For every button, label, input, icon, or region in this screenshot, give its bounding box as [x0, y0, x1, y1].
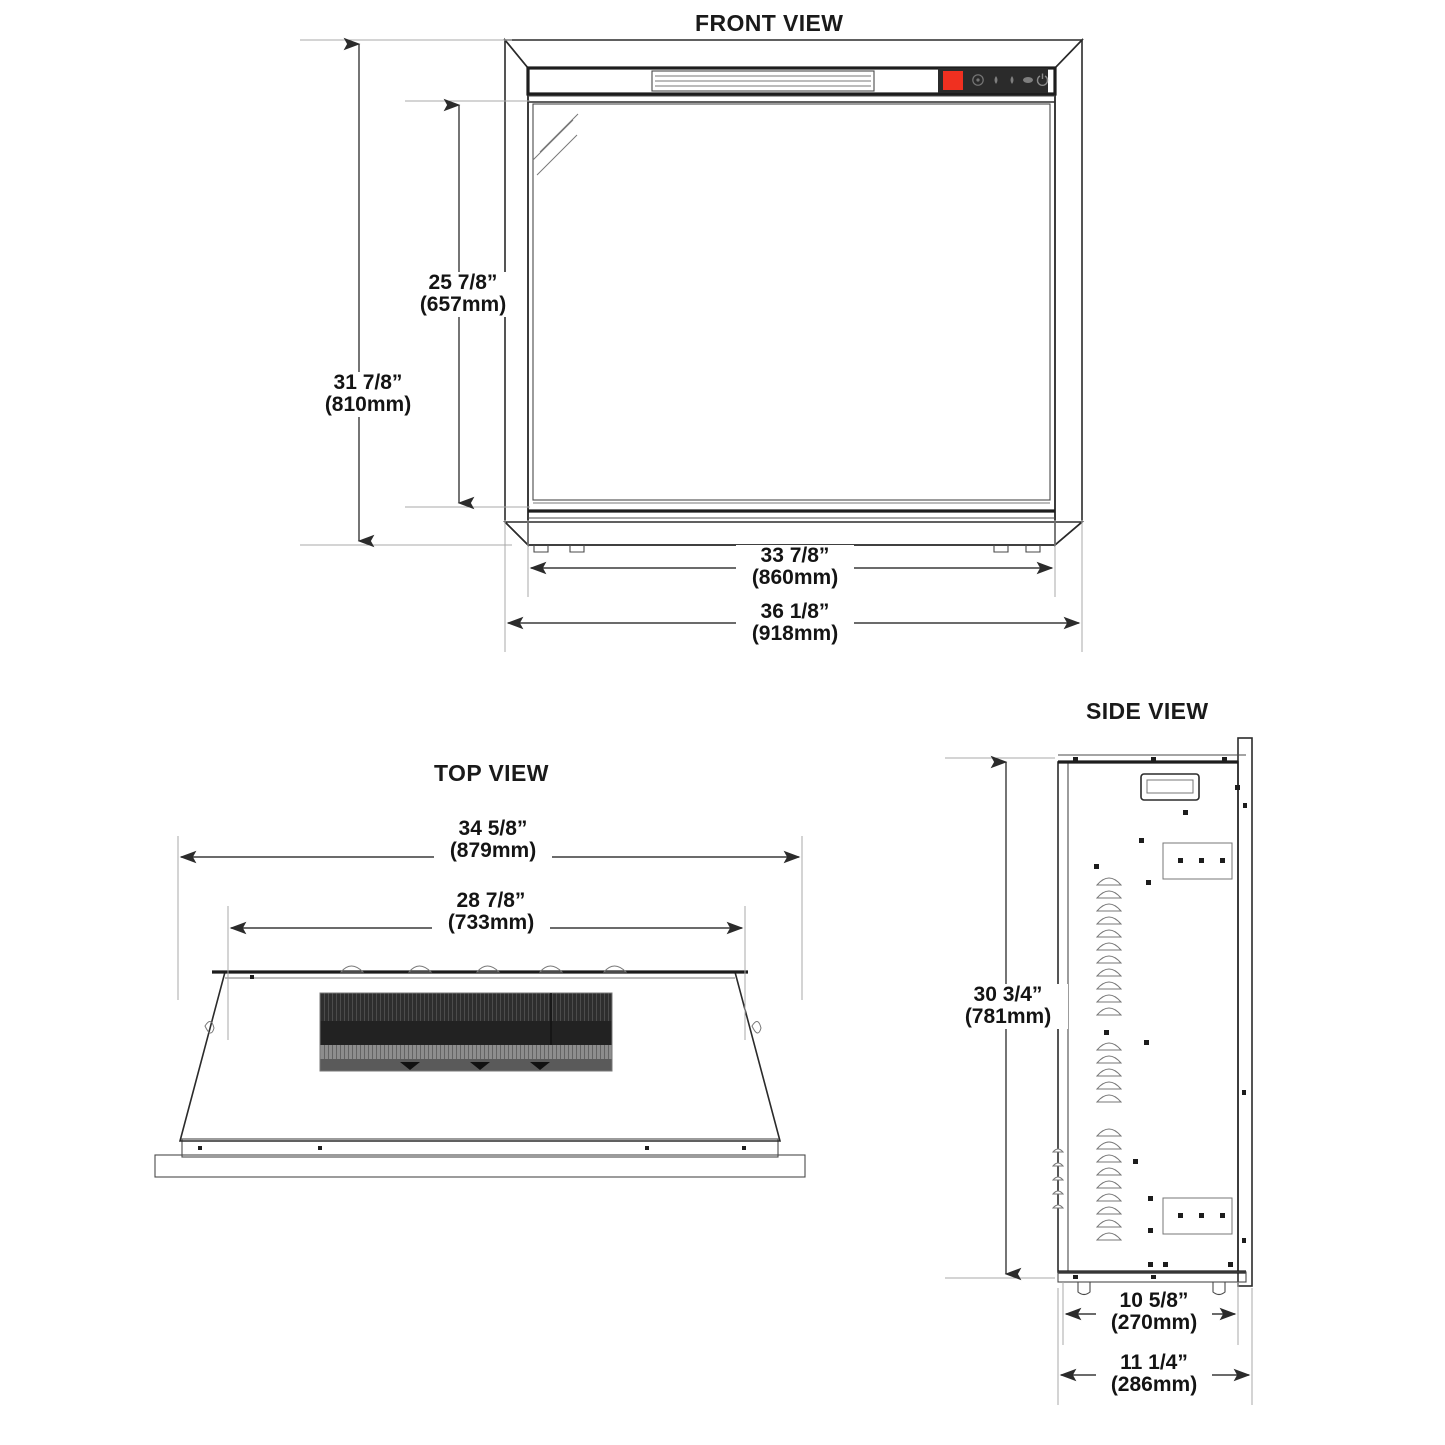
side-view-title: SIDE VIEW [1086, 698, 1209, 724]
dim-side-cabinet-height: 30 3/4” (781mm) [948, 983, 1068, 1029]
top-view-title: TOP VIEW [434, 760, 549, 786]
dim-value-metric: (657mm) [419, 293, 507, 317]
dim-value-imperial: 36 1/8” [760, 600, 830, 623]
dim-side-overall-depth: 11 1/4” (286mm) [1096, 1351, 1212, 1397]
dim-value-imperial: 34 5/8” [458, 817, 528, 840]
dim-value-imperial: 11 1/4” [1120, 1351, 1188, 1374]
dim-value-imperial: 30 3/4” [973, 983, 1043, 1006]
dim-value-metric: (810mm) [324, 393, 412, 417]
dim-side-body-depth: 10 5/8” (270mm) [1096, 1289, 1212, 1335]
dim-value-metric: (860mm) [751, 566, 839, 590]
dim-front-overall-height: 31 7/8” (810mm) [310, 371, 426, 417]
dim-front-body-width: 33 7/8” (860mm) [736, 544, 854, 590]
dim-value-metric: (270mm) [1110, 1311, 1198, 1335]
dim-value-imperial: 33 7/8” [760, 544, 830, 567]
dim-value-metric: (733mm) [447, 911, 535, 935]
dim-value-metric: (781mm) [964, 1005, 1052, 1029]
front-view-title: FRONT VIEW [695, 10, 844, 36]
dim-top-outer-width: 34 5/8” (879mm) [434, 817, 552, 863]
dim-value-imperial: 25 7/8” [428, 271, 498, 294]
dim-front-overall-width: 36 1/8” (918mm) [736, 600, 854, 646]
dim-value-metric: (918mm) [751, 622, 839, 646]
dim-front-glass-height: 25 7/8” (657mm) [405, 271, 521, 317]
dim-value-imperial: 10 5/8” [1119, 1289, 1189, 1312]
dim-value-imperial: 28 7/8” [456, 889, 526, 912]
dim-value-imperial: 31 7/8” [333, 371, 403, 394]
dim-top-inner-width: 28 7/8” (733mm) [432, 889, 550, 935]
dim-value-metric: (879mm) [449, 839, 537, 863]
dim-value-metric: (286mm) [1110, 1373, 1198, 1397]
